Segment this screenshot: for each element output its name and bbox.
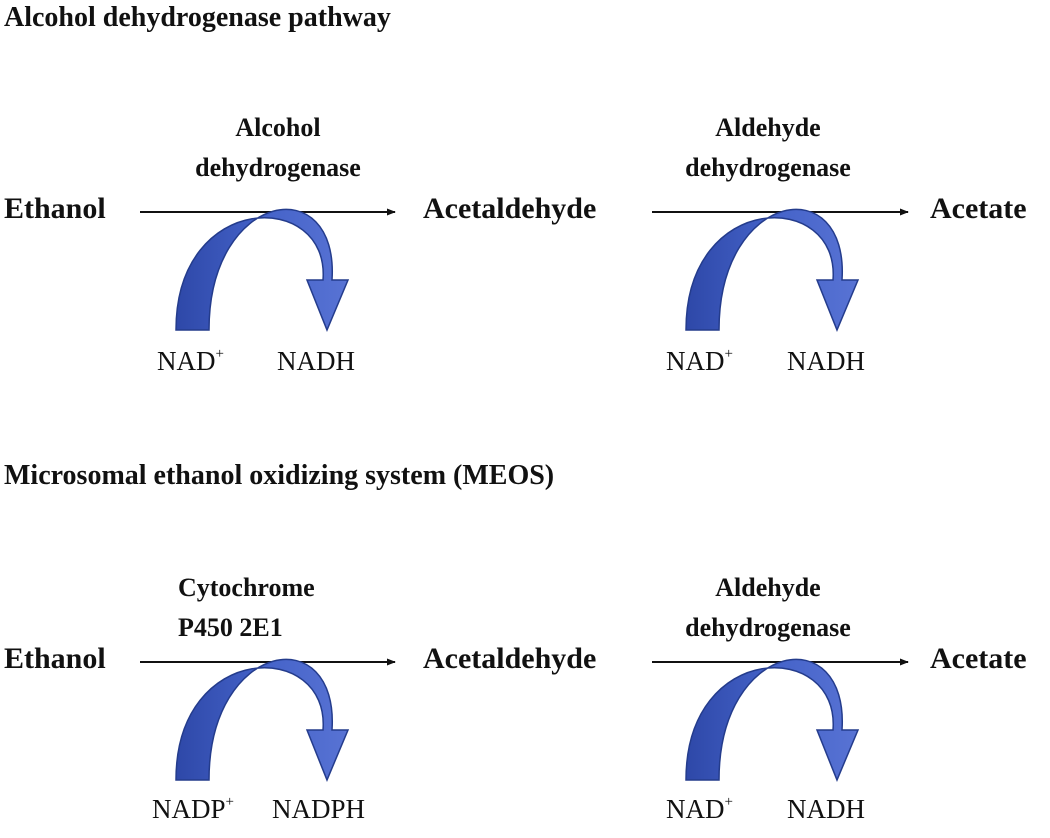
section-title: Alcohol dehydrogenase pathway (4, 2, 391, 33)
intermediate-node: Acetaldehyde (423, 642, 597, 675)
enzyme-label: Aldehyde dehydrogenase (658, 568, 878, 648)
cofactor-in: NAD+ (666, 346, 733, 376)
product-node: Acetate (930, 192, 1027, 225)
substrate-node: Ethanol (4, 642, 106, 675)
enzyme-line-1: Alcohol (235, 113, 321, 142)
enzyme-line-2: P450 2E1 (178, 613, 283, 642)
cofactor-curved-arrow-1a (175, 208, 349, 331)
cofactor-in: NAD+ (666, 794, 733, 824)
enzyme-label: Alcohol dehydrogenase (178, 108, 378, 188)
cofactor-out: NADH (787, 794, 865, 824)
substrate-node: Ethanol (4, 192, 106, 225)
cofactor-curved-arrow-1b (685, 208, 859, 331)
cofactor-curved-arrow-2b (685, 658, 859, 781)
product-node: Acetate (930, 642, 1027, 675)
enzyme-line-1: Aldehyde (715, 573, 821, 602)
enzyme-line-2: dehydrogenase (685, 153, 851, 182)
enzyme-line-1: Cytochrome (178, 573, 315, 602)
cofactor-curved-arrow-2a (175, 658, 349, 781)
cofactor-out: NADH (277, 346, 355, 376)
section-title: Microsomal ethanol oxidizing system (MEO… (4, 460, 555, 491)
intermediate-node: Acetaldehyde (423, 192, 597, 225)
enzyme-line-2: dehydrogenase (685, 613, 851, 642)
enzyme-line-2: dehydrogenase (195, 153, 361, 182)
cofactor-out: NADPH (272, 794, 366, 824)
cofactor-in: NADP+ (152, 794, 234, 824)
enzyme-line-1: Aldehyde (715, 113, 821, 142)
enzyme-label: Aldehyde dehydrogenase (658, 108, 878, 188)
cofactor-in: NAD+ (157, 346, 224, 376)
enzyme-label: Cytochrome P450 2E1 (178, 568, 315, 648)
cofactor-out: NADH (787, 346, 865, 376)
